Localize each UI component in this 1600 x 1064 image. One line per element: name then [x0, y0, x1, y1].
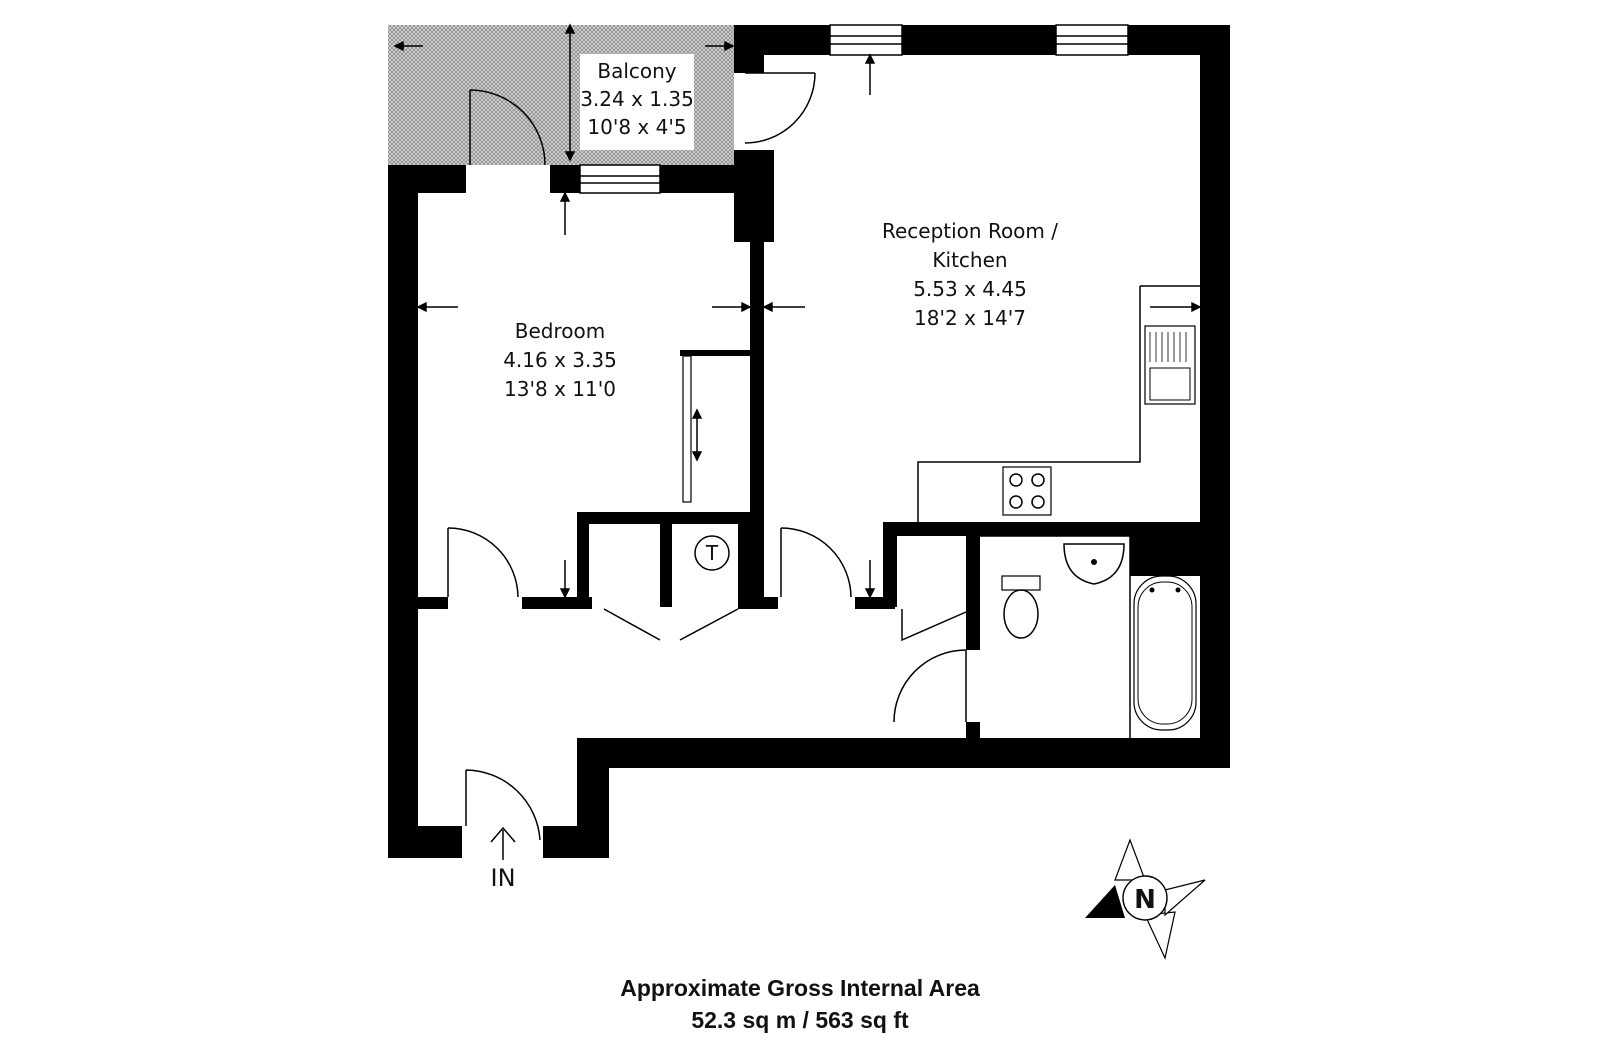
balcony-imperial: 10'8 x 4'5 [587, 115, 686, 139]
balcony-label: Balcony 3.24 x 1.35 10'8 x 4'5 [580, 59, 694, 139]
area-value: 52.3 sq m / 563 sq ft [691, 1007, 909, 1033]
area-caption: Approximate Gross Internal Area 52.3 sq … [0, 972, 1600, 1036]
entrance-label: IN [490, 864, 515, 892]
balcony-area [388, 25, 734, 165]
bedroom-name: Bedroom [515, 319, 605, 343]
bedroom-metric: 4.16 x 3.35 [503, 348, 617, 372]
doors [447, 72, 967, 841]
bathroom-fittings [980, 535, 1197, 738]
walls [388, 25, 1230, 858]
tank-cupboard: T [694, 535, 730, 571]
reception-imperial: 18'2 x 14'7 [914, 306, 1026, 330]
windows [579, 24, 1129, 194]
balcony-metric: 3.24 x 1.35 [580, 87, 694, 111]
reception-name-line1: Reception Room / [882, 219, 1058, 243]
balcony-name: Balcony [597, 59, 676, 83]
reception-metric: 5.53 x 4.45 [913, 277, 1027, 301]
compass-north-label: N [1134, 885, 1156, 915]
bedroom-imperial: 13'8 x 11'0 [504, 377, 616, 401]
tank-label: T [705, 541, 719, 565]
area-title: Approximate Gross Internal Area [620, 975, 980, 1001]
reception-label: Reception Room / Kitchen 5.53 x 4.45 18'… [882, 219, 1058, 330]
dimension-arrows [393, 23, 1202, 860]
compass-icon: N [1085, 838, 1206, 960]
reception-name-line2: Kitchen [932, 248, 1007, 272]
bedroom-label: Bedroom 4.16 x 3.35 13'8 x 11'0 [503, 319, 617, 401]
kitchen-fittings [917, 285, 1200, 522]
